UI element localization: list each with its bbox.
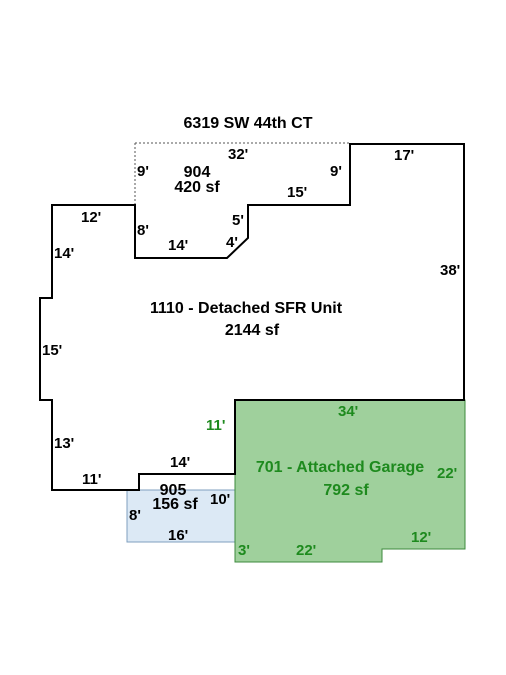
main-house-outline <box>39 143 465 491</box>
dim-main-top-right: 17' <box>394 147 414 164</box>
main-area-code: 1110 - Detached SFR Unit <box>150 300 343 317</box>
dim-main-top-left: 12' <box>81 209 101 226</box>
garage-code: 701 - Attached Garage <box>256 459 424 476</box>
dim-904-left-lower: 8' <box>137 222 149 239</box>
dim-main-left-15: 15' <box>42 342 62 359</box>
dim-garage-bottom: 22' <box>296 542 316 559</box>
dim-main-left-13: 13' <box>54 435 74 452</box>
dim-904-right: 9' <box>330 163 342 180</box>
dim-905-right: 10' <box>210 491 230 508</box>
dim-905-bottom: 16' <box>168 527 188 544</box>
area-904-code: 904 <box>184 164 211 181</box>
area-904-size: 420 sf <box>174 179 220 196</box>
dim-main-right: 38' <box>440 262 460 279</box>
dim-905-left: 8' <box>129 507 141 524</box>
dim-garage-right: 22' <box>437 465 457 482</box>
dim-main-step-4: 4' <box>226 234 238 251</box>
area-905-size: 156 sf <box>152 496 198 513</box>
main-area-size: 2144 sf <box>225 322 280 339</box>
dim-main-left-14: 14' <box>54 245 74 262</box>
garage-size: 792 sf <box>323 482 369 499</box>
dim-904-top: 32' <box>228 146 248 163</box>
dim-main-bottom-14: 14' <box>170 454 190 471</box>
address-title: 6319 SW 44th CT <box>184 115 313 132</box>
area-905-code: 905 <box>160 482 187 499</box>
dim-garage-left: 11' <box>206 417 225 434</box>
dim-main-step-15: 15' <box>287 184 307 201</box>
dim-904-left: 9' <box>137 163 149 180</box>
dim-garage-bottom-right: 12' <box>411 529 431 546</box>
dim-garage-notch: 3' <box>238 542 250 559</box>
dim-garage-top: 34' <box>338 403 358 420</box>
dim-904-bottom: 14' <box>168 237 188 254</box>
dim-main-bottom-11: 11' <box>82 471 101 488</box>
dim-main-step-5: 5' <box>232 212 244 229</box>
